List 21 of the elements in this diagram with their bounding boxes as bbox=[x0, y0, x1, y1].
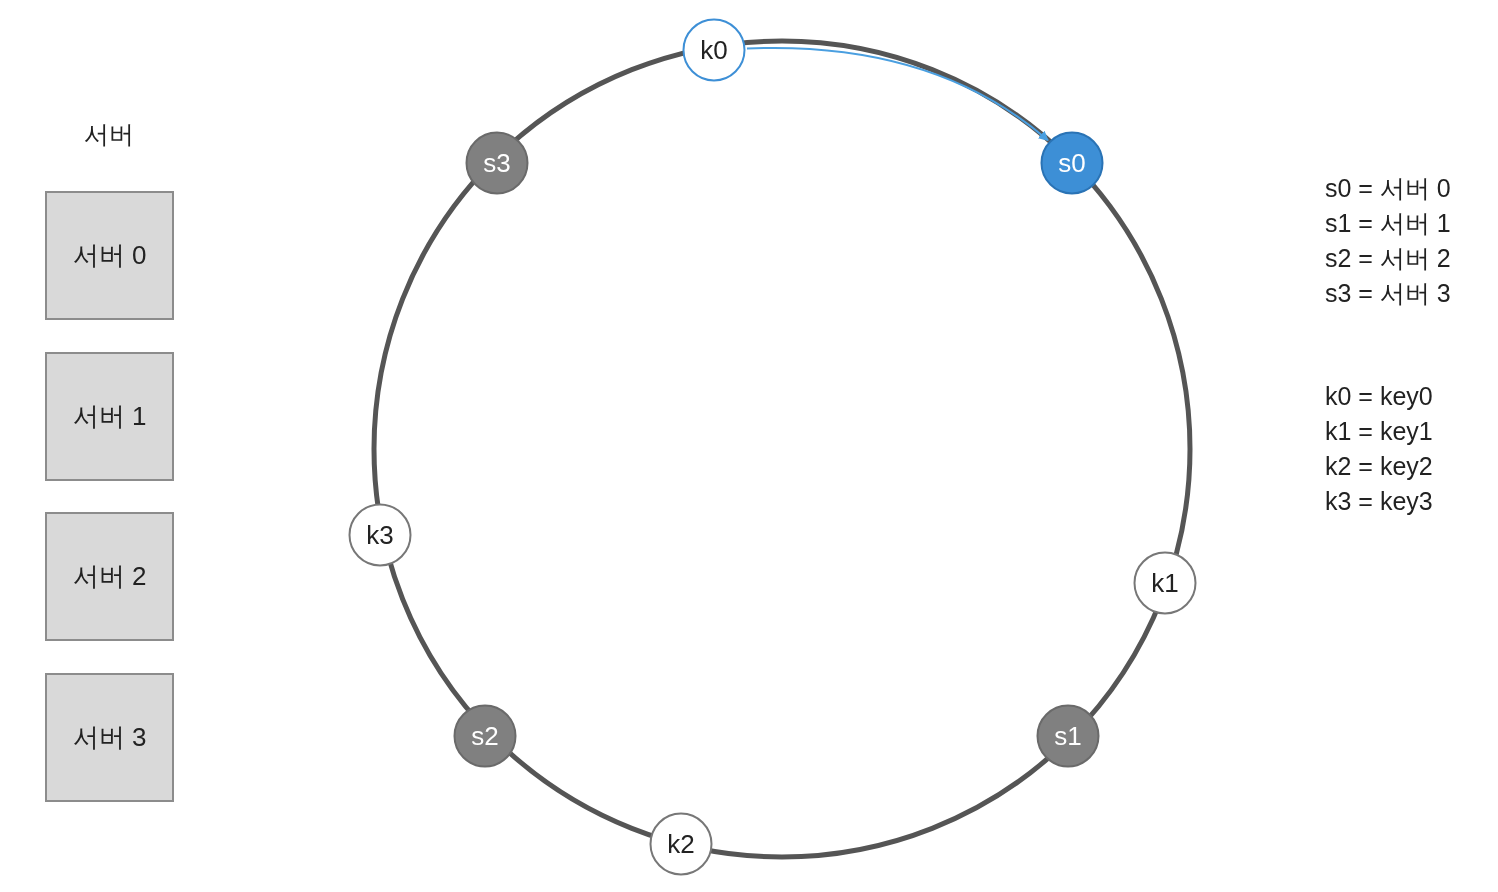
server-circle: s0 bbox=[1040, 131, 1104, 195]
legend-text: k0 = key0 bbox=[1325, 382, 1433, 411]
server-circle: s2 bbox=[453, 704, 517, 768]
column-heading: 서버 bbox=[84, 119, 134, 150]
server-box: 서버 0 bbox=[45, 191, 174, 320]
key-circle: k2 bbox=[649, 812, 713, 876]
legend-text: k1 = key1 bbox=[1325, 417, 1433, 446]
key-circle: k0 bbox=[682, 18, 746, 82]
server-circle: s3 bbox=[465, 131, 529, 195]
key-circle: k1 bbox=[1133, 551, 1197, 615]
legend-text: s2 = 서버 2 bbox=[1325, 243, 1451, 274]
legend-text: k3 = key3 bbox=[1325, 487, 1433, 516]
server-box: 서버 3 bbox=[45, 673, 174, 802]
legend-text: s0 = 서버 0 bbox=[1325, 173, 1451, 204]
server-circle: s1 bbox=[1036, 704, 1100, 768]
legend-text: s1 = 서버 1 bbox=[1325, 208, 1451, 239]
legend-text: k2 = key2 bbox=[1325, 452, 1433, 481]
legend-text: s3 = 서버 3 bbox=[1325, 278, 1451, 309]
server-box: 서버 1 bbox=[45, 352, 174, 481]
key-circle: k3 bbox=[348, 503, 412, 567]
server-box: 서버 2 bbox=[45, 512, 174, 641]
